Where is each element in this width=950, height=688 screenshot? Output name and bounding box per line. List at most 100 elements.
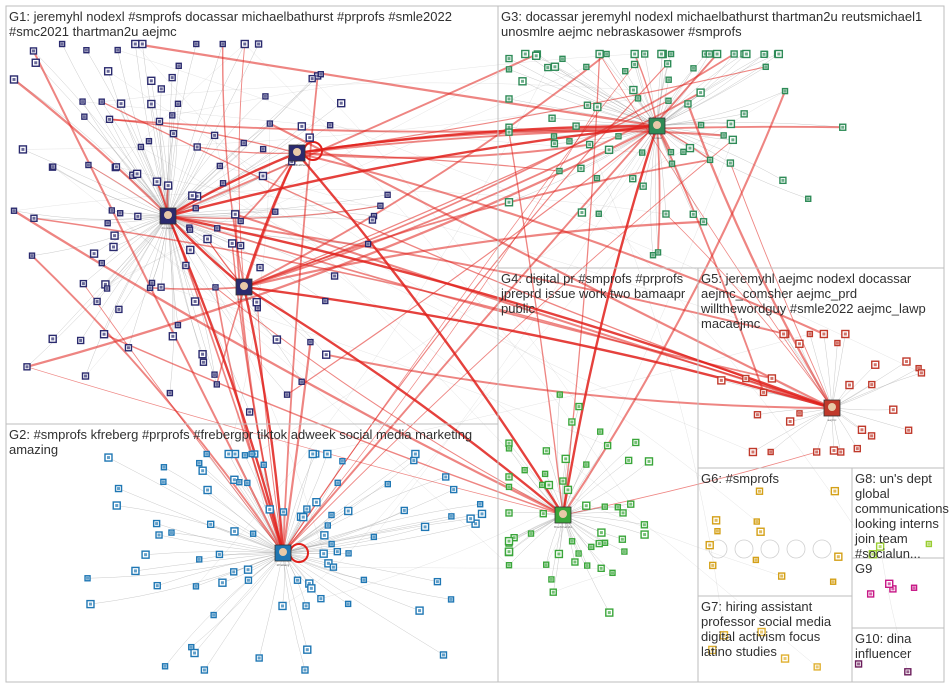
graph-node-fill (715, 529, 719, 533)
edge-gray (831, 343, 838, 409)
graph-node-fill (631, 177, 635, 181)
edge-gray (282, 523, 476, 554)
edge-gray (194, 552, 284, 654)
graph-node-fill (570, 539, 574, 543)
edge-gray (831, 367, 919, 409)
graph-node-fill (620, 537, 624, 541)
edge-gray (562, 58, 658, 127)
graph-node-fill (831, 580, 835, 584)
graph-node-fill (194, 206, 198, 210)
graph-node-fill (242, 141, 246, 145)
edge-red (26, 366, 564, 516)
graph-node-fill (209, 522, 213, 526)
graph-node-fill (547, 483, 551, 487)
graph-node-fill (261, 147, 265, 151)
graph-node-fill (891, 587, 895, 591)
graph-node-fill (305, 507, 309, 511)
hub-node-nodexl[interactable]: nodexl (648, 117, 666, 140)
graph-node-fill (257, 656, 261, 660)
edge-gray (258, 552, 284, 659)
graph-node-fill (507, 130, 511, 134)
graph-node-fill (149, 102, 153, 106)
graph-node-fill (699, 91, 703, 95)
hub-node-thartman2u[interactable]: thartman2u (554, 506, 572, 529)
edge-gray (562, 461, 650, 516)
edge-gray (167, 148, 264, 217)
graph-node-fill (543, 472, 547, 476)
edge-red (238, 43, 246, 288)
edge-gray (33, 215, 169, 221)
edge-red (167, 205, 381, 219)
group-box-g9 (851, 557, 945, 629)
hub-label: docassar (161, 226, 175, 230)
graph-node-fill (378, 204, 382, 208)
hub-node-michaelbathurst[interactable]: michaelbathurst (285, 144, 310, 167)
hub-node-docassar[interactable]: docassar (159, 207, 177, 230)
edge-red (26, 124, 658, 368)
graph-node-fill (927, 542, 931, 546)
edge-gray (35, 62, 169, 217)
graph-node-fill (631, 88, 635, 92)
edge-gray (831, 372, 922, 409)
edge-red (109, 118, 658, 133)
graph-node-fill (258, 266, 262, 270)
graph-node-fill (324, 353, 328, 357)
edge-gray (83, 215, 169, 284)
graph-node-fill (230, 241, 234, 245)
graph-node-fill (744, 377, 748, 381)
edge-gray-cross (82, 101, 643, 153)
hub-node-kfreberg[interactable]: kfreberg (274, 544, 292, 567)
graph-node-fill (589, 545, 593, 549)
graph-node-fill (640, 151, 644, 155)
graph-node-fill (621, 511, 625, 515)
graph-node-fill (133, 42, 137, 46)
graph-node-fill (81, 282, 85, 286)
edge-red (729, 162, 833, 409)
graph-node-fill (507, 67, 511, 71)
graph-node-fill (449, 597, 453, 601)
graph-node-fill (606, 444, 610, 448)
self-loop-edge-g6 (786, 539, 806, 559)
graph-node-fill (567, 139, 571, 143)
graph-node-fill (262, 463, 266, 467)
edge-gray (22, 149, 169, 217)
graph-node-fill (871, 552, 875, 556)
graph-node-fill (328, 123, 332, 127)
graph-node-fill (622, 550, 626, 554)
graph-node-fill (102, 332, 106, 336)
graph-node-fill (744, 52, 748, 56)
edge-gray-cross (312, 78, 580, 407)
edge-gray (31, 215, 169, 256)
graph-node-fill (507, 446, 511, 450)
graph-node-fill (806, 197, 810, 201)
graph-node-fill (103, 282, 107, 286)
hub-node-jeremyhl[interactable]: jeremyhl (235, 278, 253, 301)
graph-node-fill (413, 452, 417, 456)
graph-node-fill (870, 383, 874, 387)
graph-node-fill (340, 459, 344, 463)
edge-gray (282, 510, 405, 554)
graph-node-fill (336, 481, 340, 485)
edge-gray (109, 119, 169, 217)
graph-node-fill (647, 459, 651, 463)
graph-node-fill (194, 584, 198, 588)
hub-label: michaelbathurst (285, 163, 310, 167)
hub-label: jeremyhl (236, 297, 250, 301)
hub-avatar-face (240, 282, 248, 290)
graph-node-fill (233, 212, 237, 216)
graph-node-fill (206, 488, 210, 492)
edge-gray (118, 215, 169, 310)
edge-gray (26, 215, 169, 368)
graph-node-fill (168, 391, 172, 395)
graph-node-fill (263, 94, 267, 98)
graph-node-fill (159, 285, 163, 289)
graph-node-fill (131, 173, 135, 177)
graph-node-fill (213, 133, 217, 137)
graph-node-fill (815, 450, 819, 454)
edge-gray-cross (348, 135, 724, 554)
hub-node-aejmc[interactable]: aejmc (823, 399, 841, 422)
graph-node-fill (480, 512, 484, 516)
graph-node-fill (642, 523, 646, 527)
graph-node-fill (170, 76, 174, 80)
edge-gray (282, 552, 438, 582)
